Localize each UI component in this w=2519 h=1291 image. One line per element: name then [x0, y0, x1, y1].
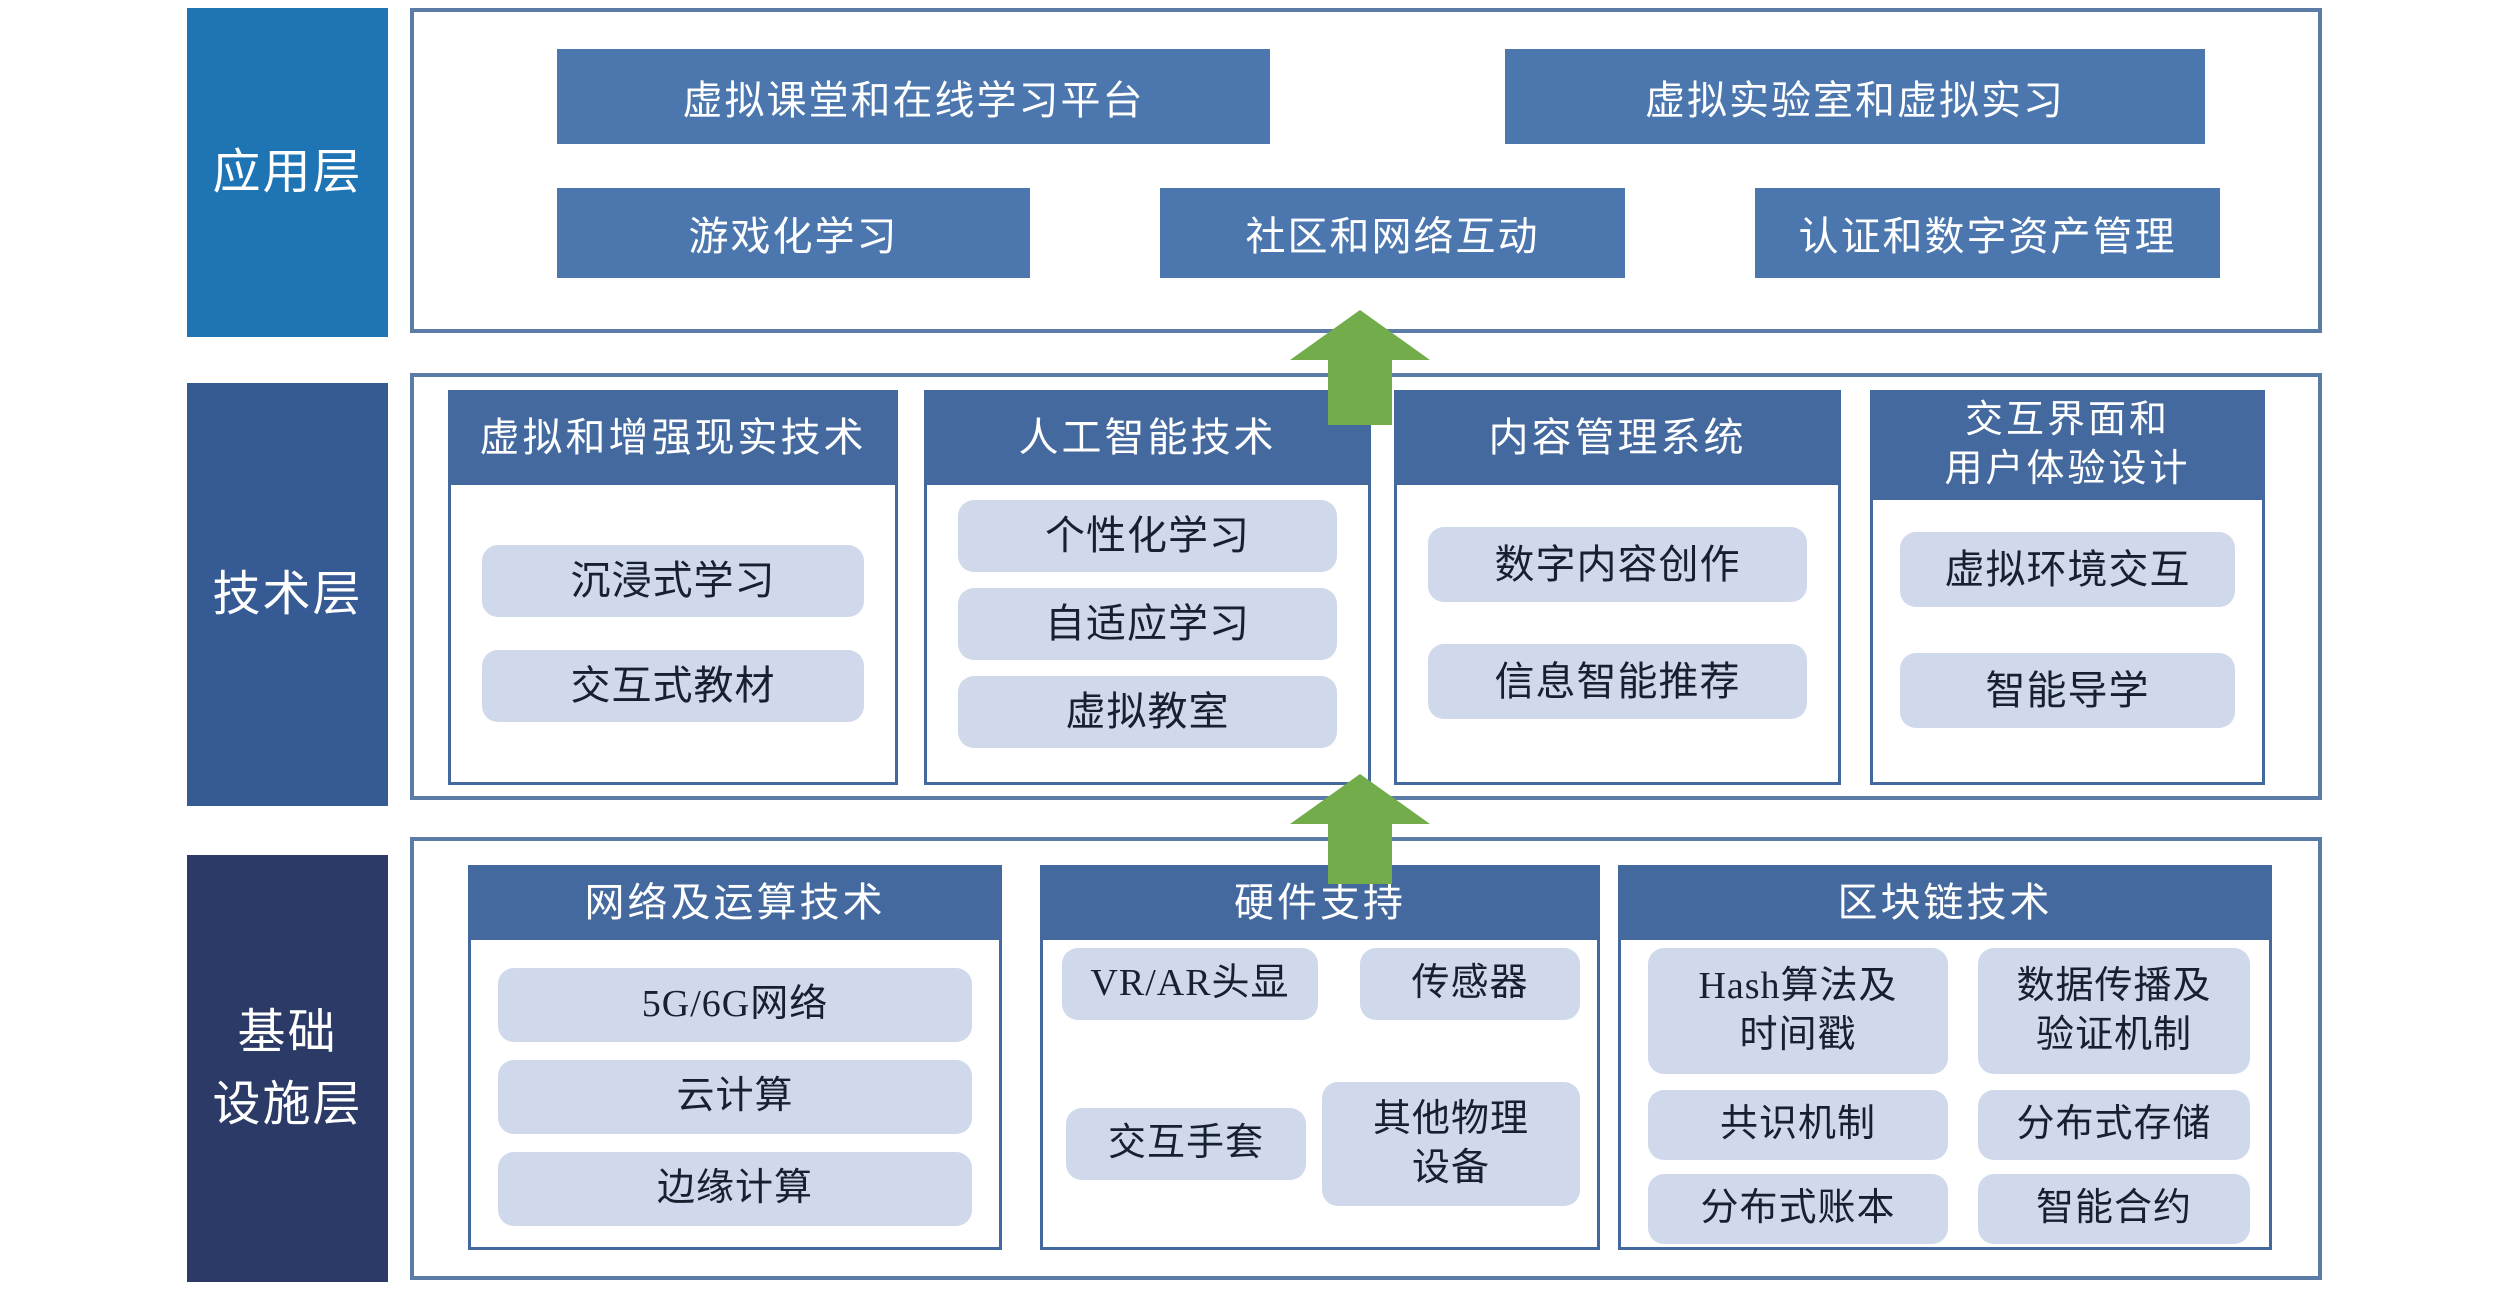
app-layer-label: 应用层	[187, 8, 388, 337]
tech-item-adaptive-learning: 自适应学习	[958, 588, 1337, 660]
tech-column-ui-ux-header: 交互界面和 用户体验设计	[1870, 390, 2265, 500]
tech-item-digital-content-creation: 数字内容创作	[1428, 527, 1807, 602]
infra-item-5g-6g-network: 5G/6G网络	[498, 968, 972, 1042]
infra-item-smart-contracts: 智能合约	[1978, 1174, 2250, 1244]
app-item-community-interaction: 社区和网络互动	[1160, 188, 1625, 278]
tech-item-smart-tutoring: 智能导学	[1900, 653, 2235, 728]
infra-item-hash-timestamp: Hash算法及 时间戳	[1648, 948, 1948, 1074]
tech-column-vr-ar-header: 虚拟和增强现实技术	[448, 390, 898, 485]
tech-item-personalized-learning: 个性化学习	[958, 500, 1337, 572]
infra-item-vr-ar-headset: VR/AR头显	[1062, 948, 1318, 1020]
arrow-head	[1290, 310, 1430, 360]
tech-item-virtual-env-interaction: 虚拟环境交互	[1900, 532, 2235, 607]
tech-item-smart-recommendation: 信息智能推荐	[1428, 644, 1807, 719]
arrow-head	[1290, 774, 1430, 824]
infra-item-data-propagation-verification: 数据传播及 验证机制	[1978, 948, 2250, 1074]
tech-item-interactive-textbook: 交互式教材	[482, 650, 864, 722]
infra-item-distributed-storage: 分布式存储	[1978, 1090, 2250, 1160]
app-item-virtual-lab: 虚拟实验室和虚拟实习	[1505, 49, 2205, 144]
tech-item-immersive-learning: 沉浸式学习	[482, 545, 864, 617]
up-arrow-icon	[1290, 310, 1430, 425]
infra-column-blockchain-header: 区块链技术	[1618, 865, 2272, 940]
infra-item-haptic-gloves: 交互手套	[1066, 1108, 1306, 1180]
infra-item-consensus-mechanism: 共识机制	[1648, 1090, 1948, 1160]
app-item-certification-assets: 认证和数字资产管理	[1755, 188, 2220, 278]
infra-column-hardware-header: 硬件支持	[1040, 865, 1600, 940]
arrow-stem	[1328, 820, 1392, 884]
infra-item-sensors: 传感器	[1360, 948, 1580, 1020]
tech-item-virtual-classroom: 虚拟教室	[958, 676, 1337, 748]
infra-item-other-physical-devices: 其他物理 设备	[1322, 1082, 1580, 1206]
infra-item-edge-computing: 边缘计算	[498, 1152, 972, 1226]
app-item-gamified-learning: 游戏化学习	[557, 188, 1030, 278]
tech-column-ai-header: 人工智能技术	[924, 390, 1371, 485]
infra-item-distributed-ledger: 分布式账本	[1648, 1174, 1948, 1244]
tech-layer-label: 技术层	[187, 383, 388, 806]
arrow-stem	[1328, 356, 1392, 425]
tech-column-cms-header: 内容管理系统	[1394, 390, 1841, 485]
up-arrow-icon	[1290, 774, 1430, 884]
infra-column-network-computing-header: 网络及运算技术	[468, 865, 1002, 940]
infra-item-cloud-computing: 云计算	[498, 1060, 972, 1134]
infra-layer-label: 基础 设施层	[187, 855, 388, 1282]
app-item-virtual-classroom: 虚拟课堂和在线学习平台	[557, 49, 1270, 144]
